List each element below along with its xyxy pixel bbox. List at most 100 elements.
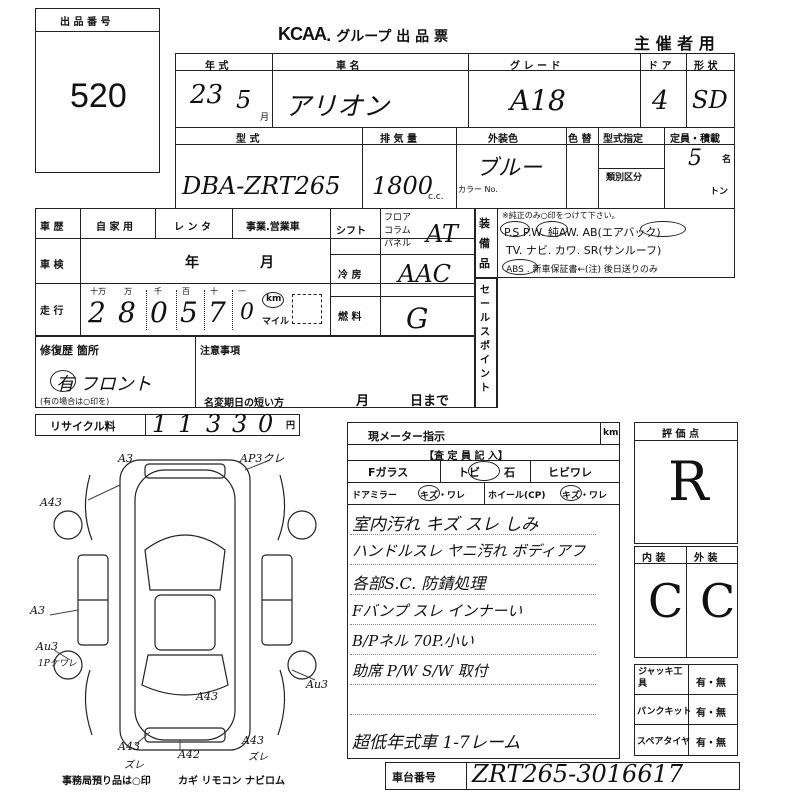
capacity-header: 定員・積載 — [670, 134, 720, 145]
ac-value: AAC — [398, 260, 452, 288]
fuel-value: G — [406, 302, 429, 335]
model-value: DBA-ZRT265 — [182, 172, 341, 200]
chassis-label: 車台番号 — [392, 771, 436, 784]
grade-value: A18 — [510, 84, 566, 117]
diagram-mark: A43 — [242, 734, 264, 747]
year-value: 23 — [190, 80, 224, 110]
rename-label: 名変期日の短い方 — [204, 398, 284, 409]
inspection-note: 室内汚れ キズ スレ しみ — [352, 515, 539, 535]
interior-value: C — [648, 574, 684, 628]
sales-point-box — [475, 278, 497, 408]
ishi-label: 石 — [504, 466, 515, 479]
mileage-label: 走 行 — [40, 306, 64, 317]
accessory-value: 有・無 — [696, 738, 726, 749]
lot-number-label: 出 品 番 号 — [60, 17, 111, 28]
wheel-label: ホイール(CP) — [488, 491, 546, 501]
color-change-header: 色 替 — [568, 134, 592, 145]
color-value: ブルー — [476, 156, 543, 181]
inspection-year-label: 年 — [185, 255, 199, 271]
equipment-side-label: 装備品 — [479, 217, 490, 270]
doors-value: 4 — [652, 86, 669, 116]
inspection-note: Fバンプ スレ インナーい — [352, 602, 523, 620]
door-mirror-marks: キズ・ワレ — [420, 491, 466, 501]
meter-km: km — [603, 428, 619, 438]
shift-option-floor: フロア — [384, 213, 412, 223]
diagram-mark: 1Pケワレ — [38, 659, 77, 669]
interior-label: 内 装 — [642, 553, 666, 564]
recycle-box — [35, 414, 300, 436]
mileage-digit: 0 — [240, 300, 254, 325]
car-diagram — [49, 459, 317, 751]
private-label: 自 家 用 — [96, 222, 133, 233]
keys-note: カギ リモコン ナビロム — [178, 776, 285, 787]
equipment-note: ※純正のみ○印をつけて下さい。 — [502, 211, 620, 220]
shift-option-column: コラム — [384, 226, 411, 236]
inspection-note: 助席 P/W S/W 取付 — [352, 662, 488, 680]
rental-label: レ ン タ — [174, 222, 211, 233]
mileage-unit: 百 — [182, 287, 190, 296]
rename-day: 日まで — [410, 394, 450, 409]
wheel-marks: キズ・ワレ — [562, 491, 608, 501]
color-no-label: カラー No. — [458, 185, 498, 194]
displacement-header: 排 気 量 — [380, 134, 417, 145]
notes-label: 注意事項 — [200, 346, 240, 357]
exterior-value: C — [700, 574, 736, 628]
inspection-month-label: 月 — [260, 255, 274, 271]
diagram-mark: AP3クレ — [240, 452, 285, 465]
equipment-line-2: TV. ナビ. カワ. SR(サンルーフ) — [506, 244, 662, 257]
shift-option-panel: パネル — [384, 239, 412, 249]
model-spec-header: 型式指定 — [603, 134, 643, 145]
accessory-label: パンクキット — [637, 707, 692, 717]
classification-label: 類別区分 — [606, 173, 643, 183]
mileage-digit: 2 — [88, 296, 106, 329]
office-note: 事務局預り品は○印 — [62, 776, 151, 787]
repair-value: 有 フロント — [56, 374, 152, 395]
diagram-mark: Au3 — [306, 678, 329, 691]
rename-month: 月 — [356, 394, 370, 409]
history-label: 車 歴 — [40, 222, 64, 233]
chassis-value: ZRT265-3016617 — [472, 760, 684, 788]
mileage-digit: 0 — [150, 296, 168, 329]
ac-label: 冷 房 — [338, 270, 362, 281]
lot-number: 520 — [70, 77, 127, 115]
diagram-mark: ズレ — [124, 760, 144, 771]
diagram-mark: A43 — [40, 496, 62, 509]
month-unit: 月 — [260, 113, 270, 123]
sheet-title: . グループ 出 品 票 — [326, 29, 448, 45]
mileage-unit: 十 — [210, 287, 218, 296]
inspection-note: 超低年式車 1-7レーム — [352, 733, 521, 753]
km-label: km — [266, 294, 282, 304]
ton-unit: トン — [710, 187, 729, 197]
exterior-label: 外 装 — [694, 553, 718, 564]
mileage-unit: 万 — [124, 287, 132, 296]
cc-unit: c.c. — [428, 192, 444, 202]
recycle-digit: 3 — [206, 410, 222, 438]
year-header: 年 式 — [205, 61, 229, 72]
grade-header: グ レ ー ド — [510, 61, 561, 72]
mileage-digit: 7 — [208, 296, 226, 329]
inspection-note: B/Pネル 70P.小い — [352, 632, 474, 650]
shape-header: 形 状 — [694, 61, 718, 72]
inspector-label: 【査 定 員 記 入】 — [424, 451, 508, 462]
recycle-unit: 円 — [286, 421, 296, 431]
model-header: 型 式 — [236, 134, 260, 145]
score-box — [634, 422, 738, 544]
accessory-value: 有・無 — [696, 708, 726, 719]
equipment-line-3: ABS . 新車保証書←(注) 後日送りのみ — [506, 265, 658, 275]
repair-table — [35, 336, 475, 408]
hibiware-label: ヒビワレ — [548, 466, 592, 479]
door-mirror-label: ドアミラー — [352, 491, 397, 501]
name-header: 車 名 — [336, 61, 360, 72]
door-header: ド ア — [648, 61, 672, 72]
accessory-label: ジャッキ工具 — [638, 667, 683, 689]
recycle-label: リサイクル料 — [50, 420, 116, 433]
color-header: 外装色 — [488, 134, 518, 145]
score-value: R — [668, 450, 709, 513]
mileage-unit: 千 — [154, 287, 162, 296]
displacement-value: 1800 — [372, 172, 434, 200]
capacity-unit: 名 — [722, 155, 732, 165]
vehicle-name: アリオン — [285, 92, 390, 122]
recycle-digit: 1 — [152, 410, 168, 438]
f-glass-label: Fガラス — [368, 466, 409, 479]
